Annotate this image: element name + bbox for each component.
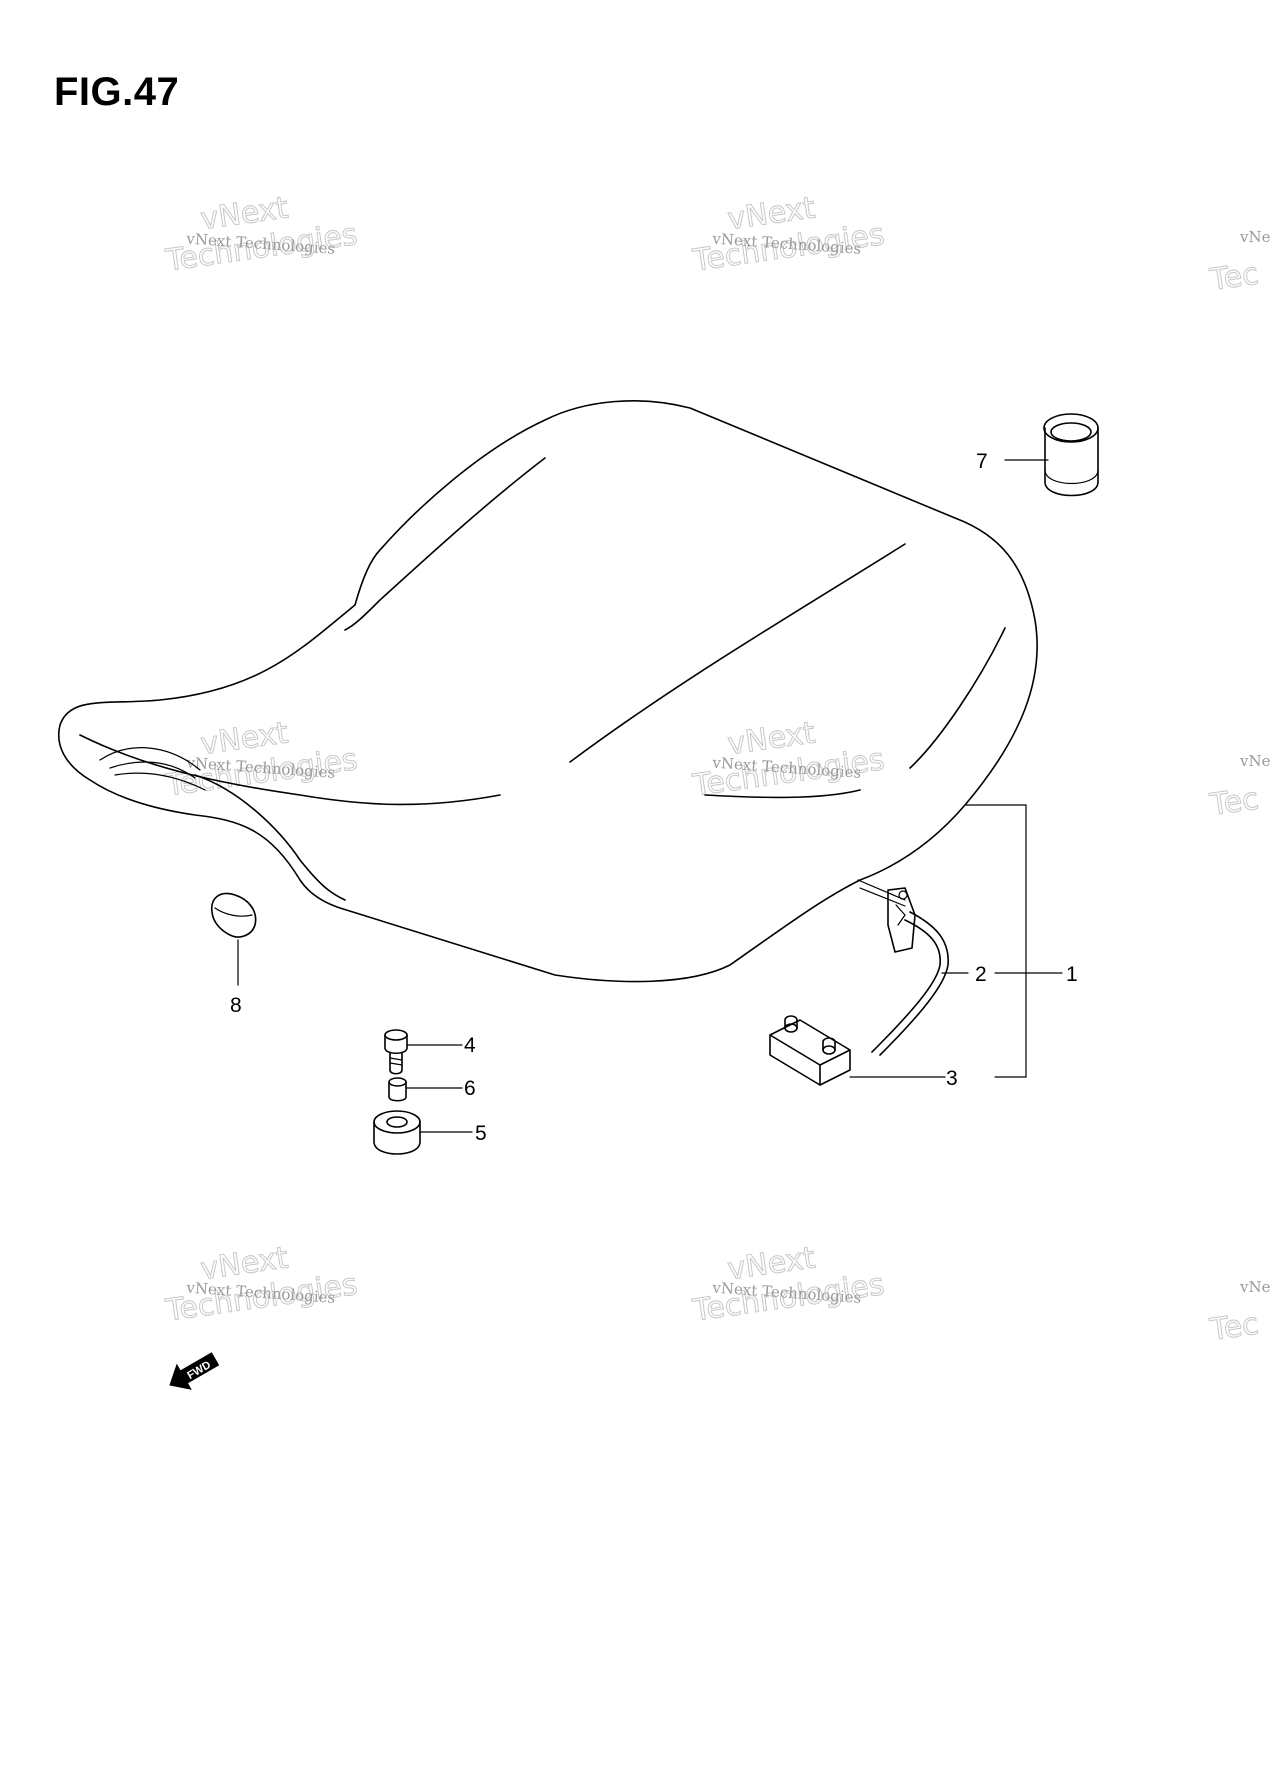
bolt-shank [389,1052,403,1075]
seat-hook-part [871,887,949,1056]
leader-lines [237,459,1063,1133]
bracket-top [769,1019,851,1066]
bracket-block-part [769,1015,851,1086]
seat-crease [909,627,1006,769]
grommet-part-5 [373,1110,421,1155]
watermark-text: vNe [1239,228,1271,246]
callout-6: 6 [464,1077,476,1100]
seat-crease [569,543,906,763]
watermark-text: Tec [1207,782,1261,824]
fwd-arrow-icon: FWD [169,1352,220,1390]
watermark-text: vNe [1239,752,1271,770]
callout-8: 8 [230,994,242,1017]
bracket-stud [822,1045,836,1055]
leader-bracket [965,804,1027,1078]
fwd-label: FWD [185,1359,213,1382]
bolt-head [384,1034,408,1055]
bolt-part-4 [384,1029,408,1075]
cap-rim [214,907,253,917]
hook-plate [887,887,916,953]
cushion-body [1044,427,1099,497]
cushion-ring [1044,469,1099,485]
seat-edge [704,789,861,799]
cushion-top-inner [1050,422,1092,442]
cushion-part-7 [1043,413,1099,497]
seat-strap [857,879,906,907]
bracket-side [819,1049,851,1086]
seat-part [58,400,1038,983]
hook-rod [871,919,941,1053]
cushion-top [1043,413,1099,443]
callout-3: 3 [946,1067,958,1090]
seat-nose-detail [99,747,206,791]
callout-7: 7 [976,450,988,473]
seat-crease [344,457,546,631]
hook-bolt [898,890,908,900]
cap-body [210,892,257,938]
watermark-group: vNext Technologies vNext Technologies vN… [162,190,1271,1349]
callout-5: 5 [475,1122,487,1145]
seat-lower-edge [194,774,346,901]
grommet-top [373,1110,421,1134]
hook-slot [895,904,906,926]
bracket-stud [822,1037,836,1051]
collar-part-6 [388,1077,407,1102]
watermark-text: vNe [1239,1278,1271,1296]
seat-outline [58,400,1038,983]
watermark-text: Tec [1207,1307,1261,1349]
callout-2: 2 [975,963,987,986]
grommet-body [373,1121,421,1155]
collar-body [388,1081,407,1102]
cap-part-8 [210,892,257,938]
callout-1: 1 [1066,963,1078,986]
grommet-hole [386,1116,408,1128]
bracket-front [769,1034,821,1086]
bolt-head-top [384,1029,408,1041]
figure-title: FIG.47 [54,70,180,114]
hook-rod [879,911,949,1056]
callout-4: 4 [464,1034,476,1057]
watermark-text: Tec [1207,257,1261,299]
bolt-thread [389,1057,403,1066]
collar-top [388,1077,407,1087]
bracket-stud [784,1015,798,1029]
